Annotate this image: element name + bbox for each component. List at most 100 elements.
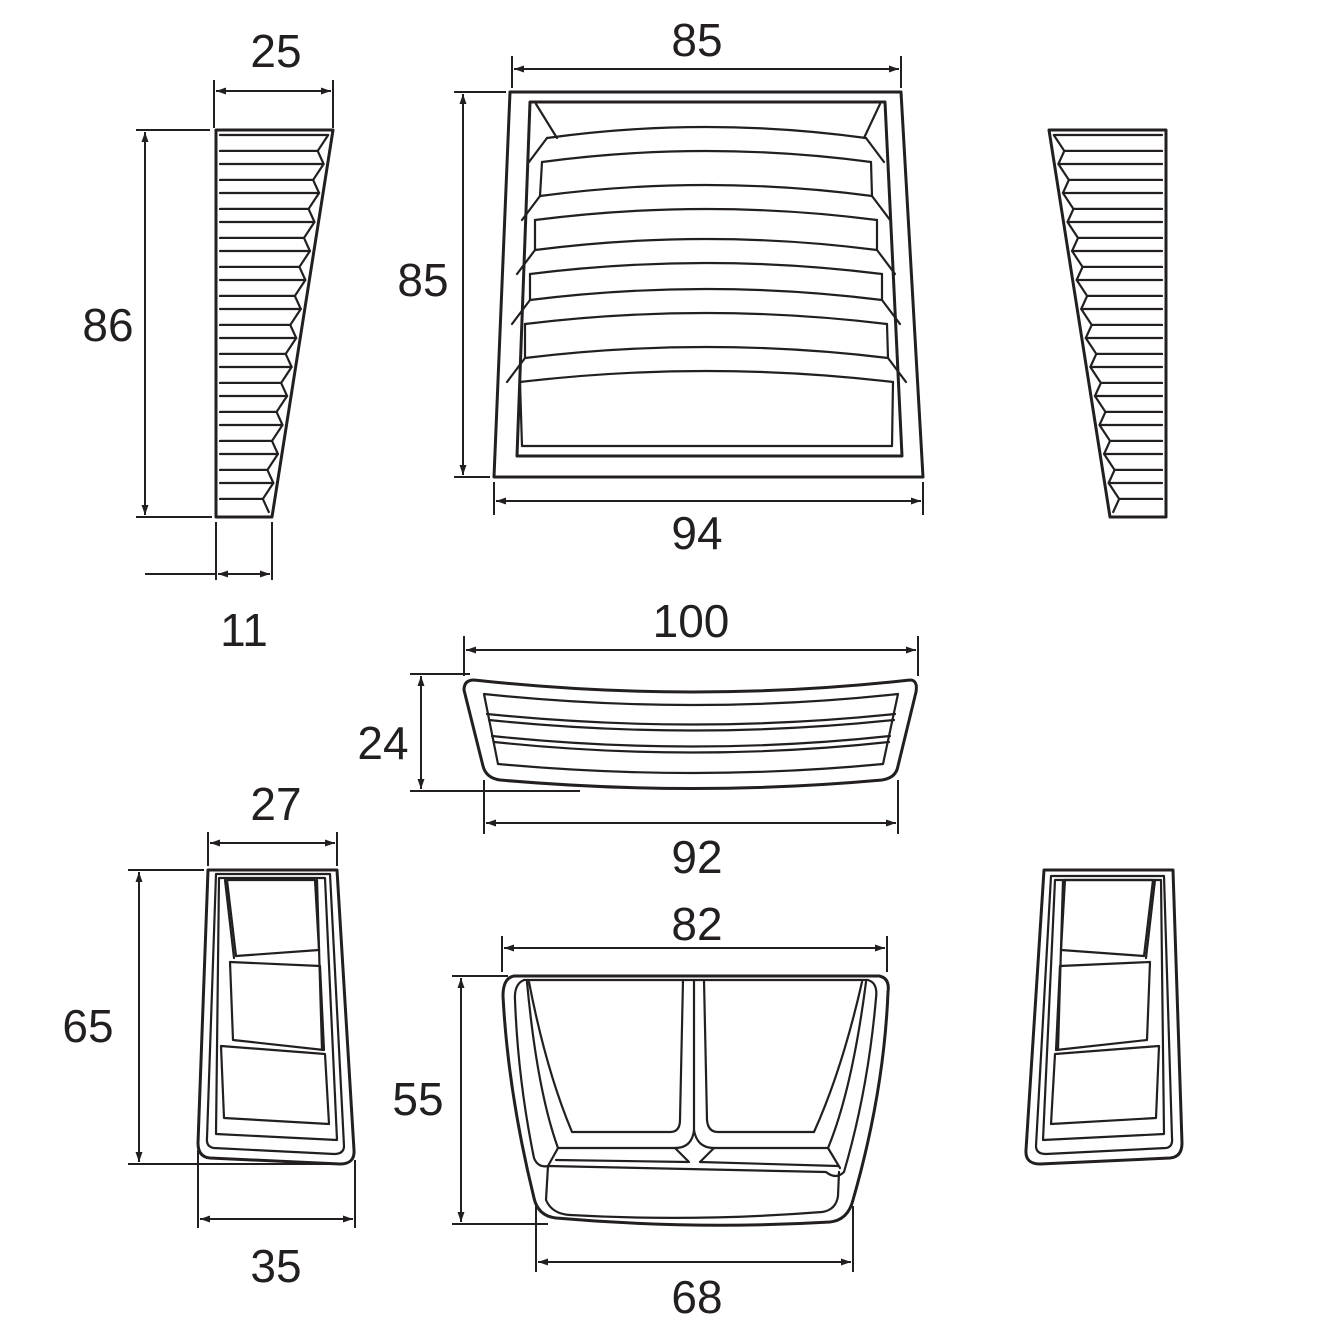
louver-line bbox=[1057, 162, 1164, 182]
louver-line bbox=[1102, 452, 1164, 472]
louver-line bbox=[538, 160, 544, 198]
louver-line bbox=[218, 162, 325, 182]
louver-line bbox=[515, 248, 897, 276]
hood-vent-side-view bbox=[214, 128, 335, 519]
louver-line bbox=[218, 323, 298, 340]
louver-line bbox=[1089, 352, 1164, 369]
louver-line bbox=[218, 278, 307, 298]
louver-line bbox=[218, 236, 312, 253]
louver-line bbox=[218, 452, 280, 472]
louver-line bbox=[218, 410, 284, 427]
louver-line bbox=[1102, 439, 1164, 456]
louver-line bbox=[218, 178, 321, 195]
louver-line bbox=[1084, 336, 1164, 356]
side-view-louvers bbox=[1052, 133, 1164, 514]
louver-line bbox=[218, 307, 302, 327]
louver-line bbox=[1107, 468, 1164, 485]
louver-line bbox=[218, 439, 280, 456]
louver-line bbox=[218, 394, 289, 414]
scoop-side-bottom-width-label: 35 bbox=[250, 1240, 301, 1292]
side-view-louvers bbox=[218, 133, 330, 514]
slot-vent-view bbox=[462, 678, 918, 790]
louver-line bbox=[218, 220, 316, 240]
louver-line bbox=[505, 356, 908, 384]
louver-line bbox=[540, 149, 873, 164]
louver-line bbox=[533, 237, 879, 252]
scoop-front-view bbox=[501, 974, 890, 1227]
louver-line bbox=[1093, 381, 1164, 398]
louver-line bbox=[218, 294, 302, 311]
slot-top-width-label: 100 bbox=[653, 595, 730, 647]
louver-line bbox=[218, 497, 270, 514]
louver-line bbox=[1084, 323, 1164, 340]
louver-line bbox=[545, 125, 868, 140]
louver-line bbox=[1061, 191, 1164, 211]
louver-line bbox=[1066, 220, 1164, 240]
scoop-front-height-label: 55 bbox=[392, 1073, 443, 1125]
hood-side-bottom-width-label: 11 bbox=[220, 604, 268, 656]
louver-line bbox=[218, 381, 289, 398]
slot-bottom-width-label: 92 bbox=[671, 831, 722, 883]
scoop-side-view-mirrored bbox=[1024, 868, 1184, 1166]
louver-line bbox=[1057, 149, 1164, 166]
slot-vent-dimensions: 100 24 92 bbox=[357, 595, 919, 883]
hood-vent-front-dimensions: 85 85 94 bbox=[397, 14, 924, 559]
louver-line bbox=[218, 265, 307, 282]
hood-vent-side-dimensions: 25 86 11 bbox=[82, 25, 334, 656]
louver-line bbox=[218, 423, 284, 443]
louver-line bbox=[1070, 236, 1164, 253]
louver-line bbox=[518, 380, 524, 448]
scoop-front-bottom-width-label: 68 bbox=[671, 1271, 722, 1323]
louver-line bbox=[528, 287, 884, 302]
louver-line bbox=[1112, 497, 1164, 514]
louver-line bbox=[1066, 207, 1164, 224]
hood-vent-side-view-mirrored bbox=[1047, 128, 1168, 519]
louver-line bbox=[523, 345, 890, 360]
louver-line bbox=[218, 365, 293, 385]
louver-line bbox=[218, 149, 325, 166]
louver-line bbox=[1075, 278, 1164, 298]
louver-line bbox=[528, 261, 884, 276]
hood-side-height-label: 86 bbox=[82, 299, 133, 351]
scoop-side-view bbox=[196, 868, 356, 1166]
louver-line bbox=[527, 136, 886, 164]
louver-line bbox=[518, 369, 895, 384]
louver-line bbox=[869, 160, 874, 198]
louver-line bbox=[520, 194, 892, 222]
hood-front-bottom-width-label: 94 bbox=[671, 507, 722, 559]
louver-line bbox=[533, 207, 879, 222]
louver-line bbox=[510, 298, 902, 326]
louver-line bbox=[1052, 133, 1164, 153]
louver-line bbox=[218, 481, 275, 501]
scoop-side-dimensions: 27 65 35 bbox=[62, 778, 356, 1292]
louver-line bbox=[218, 249, 312, 269]
louver-line bbox=[538, 183, 874, 198]
louver-line bbox=[218, 336, 298, 356]
louver-line bbox=[218, 191, 321, 211]
louver-line bbox=[885, 322, 890, 360]
louver-line bbox=[1098, 423, 1164, 443]
louver-line bbox=[218, 352, 293, 369]
front-view-louvers bbox=[505, 125, 908, 448]
louver-line bbox=[1093, 394, 1164, 414]
hood-side-top-width-label: 25 bbox=[250, 25, 301, 77]
louver-line bbox=[218, 133, 330, 153]
hood-front-top-width-label: 85 bbox=[671, 14, 722, 66]
louver-line bbox=[1075, 265, 1164, 282]
scoop-front-dimensions: 82 55 68 bbox=[392, 898, 888, 1323]
slot-height-label: 24 bbox=[357, 717, 408, 769]
louver-line bbox=[1080, 294, 1164, 311]
scoop-side-top-width-label: 27 bbox=[250, 778, 301, 830]
scoop-front-top-width-label: 82 bbox=[671, 898, 722, 950]
louver-line bbox=[1098, 410, 1164, 427]
scoop-side-height-label: 65 bbox=[62, 1000, 113, 1052]
louver-line bbox=[890, 380, 895, 448]
louver-line bbox=[218, 207, 316, 224]
hood-front-height-label: 85 bbox=[397, 254, 448, 306]
hood-vent-front-view bbox=[492, 90, 925, 479]
louver-line bbox=[218, 468, 275, 485]
louver-line bbox=[1080, 307, 1164, 327]
louver-line bbox=[1061, 178, 1164, 195]
louver-line bbox=[1089, 365, 1164, 385]
